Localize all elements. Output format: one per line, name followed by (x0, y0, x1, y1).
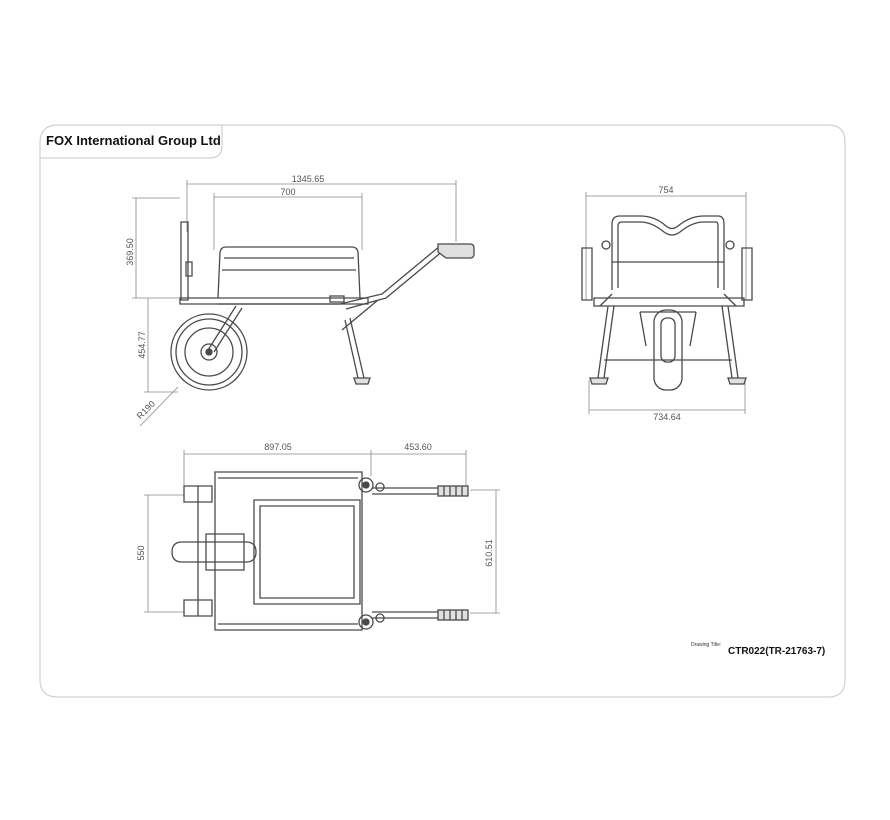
top-wheel (171, 541, 257, 563)
dim-wheel-radius: R190 (135, 399, 157, 421)
dim-body-length: 897.05 (264, 442, 292, 452)
front-dimensions (585, 192, 747, 414)
dim-base-width: 734.64 (653, 412, 681, 422)
dim-handle-width: 610.51 (484, 539, 494, 567)
side-dimensions (132, 180, 457, 427)
front-dimension-labels: 754 734.64 (653, 185, 681, 422)
top-dimension-labels: 897.05 453.60 550 610.51 (136, 442, 494, 567)
drawing-title-label: Drawing Title: (691, 642, 722, 648)
dim-frame-width: 550 (136, 545, 146, 560)
title-tab-outline (40, 125, 223, 159)
dim-top-width: 754 (658, 185, 673, 195)
drawing-title-value: CTR022(TR-21763-7) (728, 646, 826, 657)
sheet-border (39, 124, 846, 698)
dim-handle-length: 453.60 (404, 442, 432, 452)
side-view (132, 180, 475, 427)
company-name: FOX International Group Ltd (46, 133, 221, 148)
dim-frame-height: 369.50 (125, 238, 135, 266)
front-wheel (653, 309, 683, 391)
top-view (144, 450, 500, 631)
top-dimensions (144, 450, 500, 614)
side-wheel (170, 313, 248, 391)
dim-overall-length: 1345.65 (292, 174, 325, 184)
dim-wheel-height: 454.77 (137, 331, 147, 359)
front-view (581, 192, 753, 414)
dim-tray-length: 700 (280, 187, 295, 197)
